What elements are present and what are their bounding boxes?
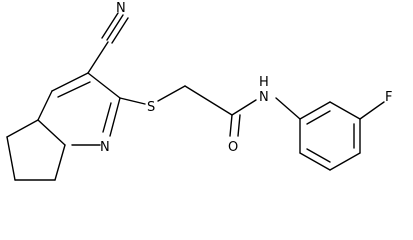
thioether-linker <box>119 85 233 116</box>
nitrile-nitrogen-label: N <box>116 1 126 16</box>
carbonyl-oxygen-label: O <box>228 140 238 155</box>
bond <box>184 85 233 116</box>
bond <box>6 136 16 181</box>
bond <box>237 114 241 137</box>
fluorine-label: F <box>385 90 392 105</box>
bond <box>102 102 112 133</box>
fluorophenyl-ring <box>299 101 385 171</box>
bond <box>299 152 331 171</box>
bond <box>51 72 89 92</box>
bond <box>229 114 233 137</box>
nitrile-group <box>87 12 129 74</box>
bond <box>37 119 66 146</box>
amide-nitrogen-label: N <box>259 90 269 105</box>
amide-hydrogen-label: H <box>259 75 269 90</box>
bond <box>6 119 39 138</box>
bond <box>275 97 301 120</box>
bond <box>306 110 331 125</box>
bond <box>329 101 361 120</box>
bond <box>306 148 331 163</box>
amide-group <box>229 97 301 137</box>
bond <box>101 12 119 39</box>
pyridine-nitrogen-label: N <box>100 140 110 155</box>
bond <box>359 101 385 120</box>
sulfur-label: S <box>147 100 155 115</box>
bond <box>57 81 91 98</box>
bond <box>37 90 53 121</box>
bond <box>299 101 331 120</box>
bond <box>157 85 186 102</box>
bond <box>87 41 109 74</box>
bond <box>109 97 121 137</box>
bond <box>231 99 257 116</box>
bond <box>106 14 124 41</box>
bond <box>54 144 66 181</box>
pyridine-ring <box>37 72 121 146</box>
cyclopentane-ring <box>6 119 66 181</box>
bond <box>329 152 361 171</box>
bond <box>111 17 129 44</box>
molecule-structure: N S N O H N F <box>6 1 392 181</box>
bond <box>119 97 146 105</box>
bond <box>87 72 121 99</box>
